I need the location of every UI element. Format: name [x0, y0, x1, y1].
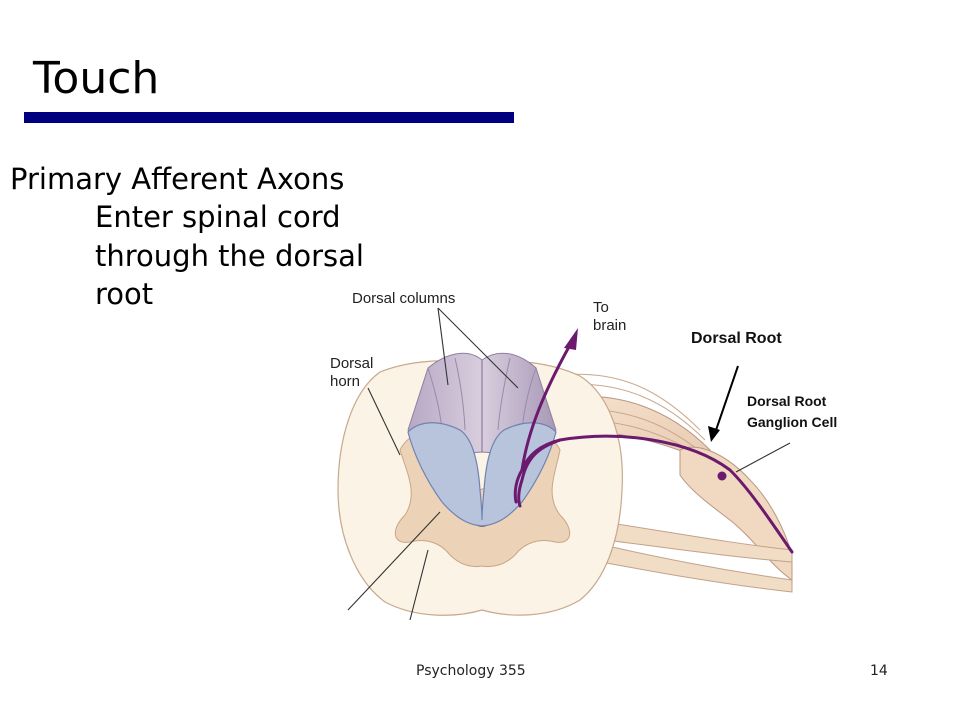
spinal-cord-illustration — [337, 307, 794, 621]
sub-bullet-line-2: through the dorsal — [95, 238, 364, 273]
footer-course: Psychology 355 — [416, 663, 526, 679]
bullet-primary-afferent-axons: Primary Afferent Axons — [10, 162, 345, 196]
footer-page-number: 14 — [870, 663, 888, 679]
to-brain-arrowhead — [564, 328, 578, 350]
label-to: To — [593, 299, 609, 316]
sub-bullet-line-1: Enter spinal cord — [95, 200, 341, 234]
label-dorsal: Dorsal — [330, 355, 374, 372]
sub-bullet: Enter spinal cord through the dorsal roo… — [95, 198, 415, 314]
diagram-leader-lines — [347, 307, 791, 621]
label-brain: brain — [593, 317, 627, 334]
ganglion-cell-body — [717, 471, 727, 481]
primary-afferent-axon — [513, 343, 794, 554]
dorsal-root-callout-arrow — [713, 365, 739, 437]
title-underline-bar — [24, 112, 514, 123]
dorsal-root-arrowhead — [708, 426, 720, 442]
label-horn: horn — [330, 373, 361, 390]
callout-dorsal-root: Dorsal Root — [691, 330, 782, 347]
slide-title: Touch — [33, 53, 160, 104]
spinal-cord-diagram: Dorsal columns To brain Dorsal horn — [260, 280, 800, 621]
callout-ganglion-line-1: Dorsal Root — [747, 393, 827, 409]
ventral-root-fibers — [589, 519, 793, 593]
callout-ganglion-line-2: Ganglion Cell — [747, 414, 838, 430]
label-dorsal-columns: Dorsal columns — [352, 290, 456, 307]
sub-bullet-line-3: root — [95, 277, 154, 311]
